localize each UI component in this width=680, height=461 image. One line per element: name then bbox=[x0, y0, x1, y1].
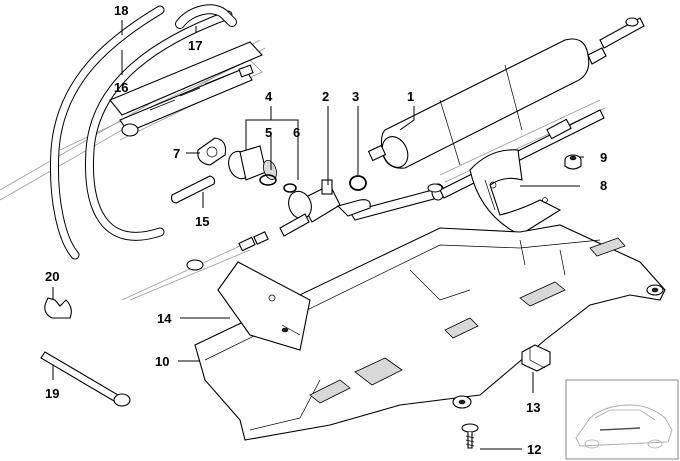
fuel-hose-short bbox=[175, 4, 237, 29]
callout-6: 6 bbox=[293, 125, 300, 140]
o-ring bbox=[349, 175, 367, 191]
callout-13: 13 bbox=[526, 400, 540, 415]
cable-tie bbox=[40, 351, 131, 407]
callout-19: 19 bbox=[45, 386, 59, 401]
pressure-regulator bbox=[279, 179, 371, 237]
screw bbox=[461, 423, 479, 449]
callout-2: 2 bbox=[322, 89, 329, 104]
car-thumbnail bbox=[565, 379, 679, 460]
fuel-rail-assembly bbox=[109, 41, 263, 137]
filter-bracket bbox=[469, 149, 562, 236]
cover-plate bbox=[217, 261, 311, 351]
callout-5: 5 bbox=[265, 125, 272, 140]
callout-17: 17 bbox=[188, 38, 202, 53]
callout-20: 20 bbox=[45, 269, 59, 284]
filter-insert bbox=[228, 145, 297, 193]
callout-15: 15 bbox=[195, 214, 209, 229]
callout-14: 14 bbox=[157, 311, 172, 326]
callout-7: 7 bbox=[173, 146, 180, 161]
callout-9: 9 bbox=[600, 150, 607, 165]
callout-1: 1 bbox=[407, 89, 414, 104]
hose-clamp bbox=[197, 137, 227, 166]
pipe-clip bbox=[44, 297, 72, 319]
callout-16: 16 bbox=[114, 80, 128, 95]
callout-4: 4 bbox=[265, 89, 273, 104]
callout-labels: 1 2 3 4 5 6 7 8 9 10 12 13 14 15 16 17 1… bbox=[45, 3, 607, 457]
clip bbox=[521, 344, 551, 372]
leader-lines bbox=[52, 20, 584, 450]
callout-12: 12 bbox=[527, 442, 541, 457]
callout-18: 18 bbox=[114, 3, 128, 18]
grommet bbox=[564, 154, 582, 170]
underbody-shield bbox=[194, 224, 666, 441]
fuel-filter bbox=[367, 17, 645, 169]
fuel-hose-long bbox=[49, 5, 233, 260]
callout-3: 3 bbox=[352, 89, 359, 104]
callout-8: 8 bbox=[600, 178, 607, 193]
callout-10: 10 bbox=[155, 354, 169, 369]
line-fittings bbox=[186, 183, 443, 271]
hose-piece bbox=[170, 175, 216, 204]
